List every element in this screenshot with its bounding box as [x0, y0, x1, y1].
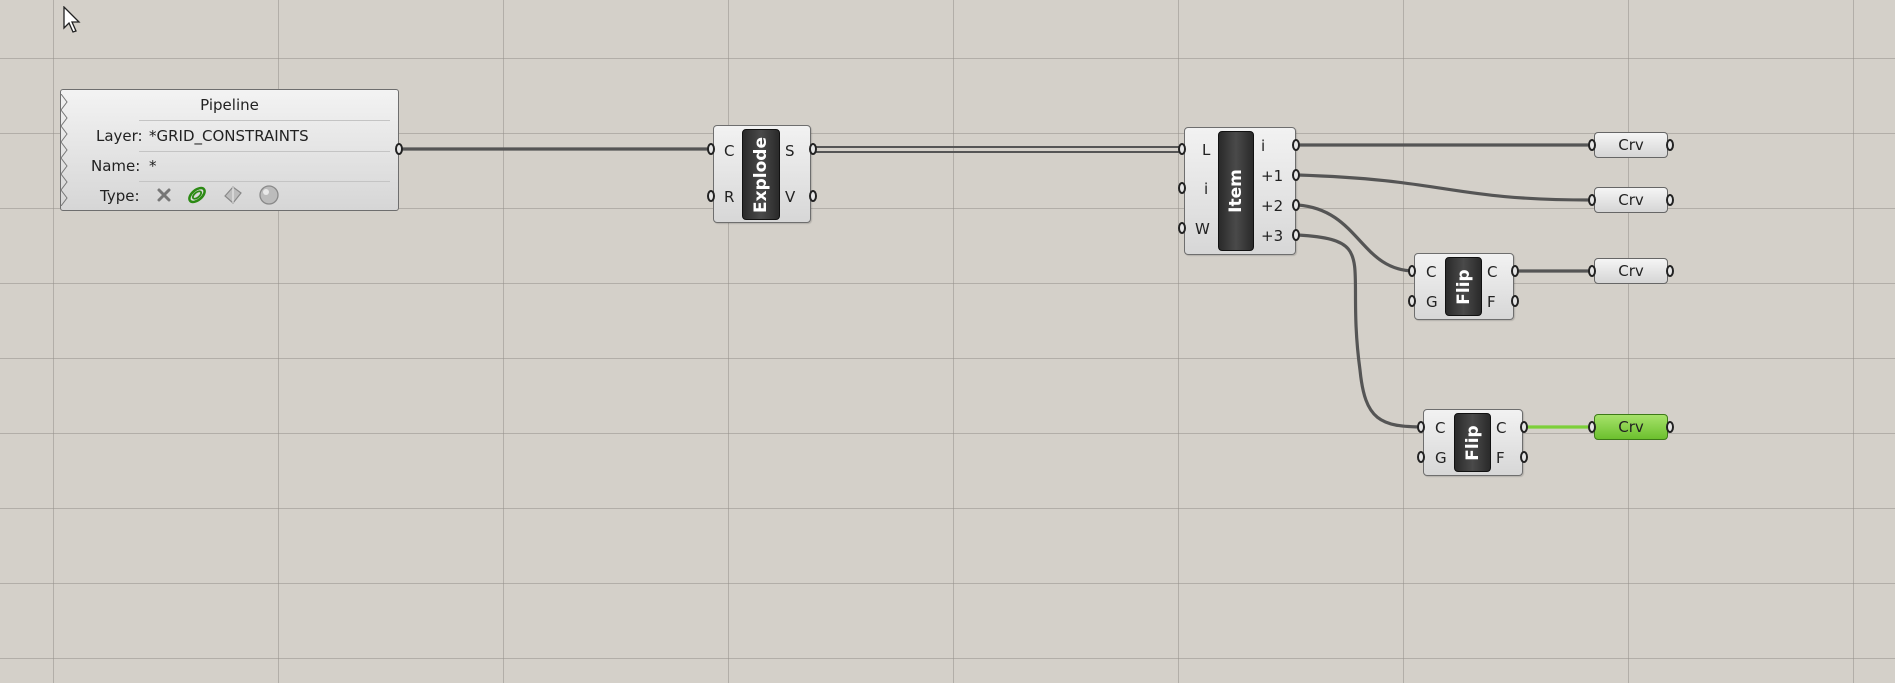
- pipeline-output-pin[interactable]: [395, 143, 403, 155]
- flip2-output-f: F: [1496, 449, 1505, 467]
- item-pin-out-plus3[interactable]: [1292, 229, 1300, 241]
- crv3-pin-out[interactable]: [1666, 265, 1674, 277]
- flip1-input-c: C: [1426, 263, 1437, 281]
- flip1-pin-c-out[interactable]: [1511, 265, 1519, 277]
- item-output-plus3: +3: [1261, 227, 1284, 245]
- wire-item-crv-b: [1297, 173, 1592, 202]
- explode-input-r: R: [724, 188, 735, 206]
- surface-icon[interactable]: [222, 184, 244, 206]
- flip2-pin-c-out[interactable]: [1520, 421, 1528, 433]
- curve-icon[interactable]: [186, 184, 208, 206]
- crv4-pin-out[interactable]: [1666, 421, 1674, 433]
- flip1-output-c: C: [1487, 263, 1498, 281]
- flip2-name-bar: Flip: [1454, 413, 1491, 472]
- flip1-pin-f[interactable]: [1511, 295, 1519, 307]
- jagged-edge-icon: [60, 94, 68, 206]
- mesh-sphere-icon[interactable]: [258, 184, 280, 206]
- flip1-pin-c-in[interactable]: [1408, 265, 1416, 277]
- flip2-pin-f[interactable]: [1520, 451, 1528, 463]
- item-name-bar: Item: [1218, 131, 1254, 251]
- flip-component-1[interactable]: C G Flip C F: [1414, 253, 1514, 320]
- flip2-input-c: C: [1435, 419, 1446, 437]
- item-input-i: i: [1204, 180, 1209, 198]
- flip2-input-g: G: [1435, 449, 1447, 467]
- crv1-pin-out[interactable]: [1666, 139, 1674, 151]
- item-input-l: L: [1202, 141, 1211, 159]
- crv-param-2[interactable]: Crv: [1594, 187, 1668, 213]
- flip1-pin-g[interactable]: [1408, 295, 1416, 307]
- flip1-name: Flip: [1453, 268, 1474, 305]
- explode-output-v: V: [785, 188, 796, 206]
- flip1-name-bar: Flip: [1445, 257, 1482, 316]
- title-divider: [139, 120, 390, 121]
- item-output-plus2: +2: [1261, 197, 1284, 215]
- item-pin-out-i[interactable]: [1292, 139, 1300, 151]
- crv-param-1[interactable]: Crv: [1594, 132, 1668, 158]
- flip-component-2[interactable]: C G Flip C F: [1423, 409, 1523, 476]
- item-pin-l[interactable]: [1178, 143, 1186, 155]
- explode-pin-r[interactable]: [707, 190, 715, 202]
- item-output-i: i: [1261, 137, 1266, 155]
- wire-item-flip1: [1297, 203, 1416, 273]
- x-icon[interactable]: [153, 184, 175, 206]
- explode-name-bar: Explode: [742, 129, 780, 220]
- crv4-pin-in[interactable]: [1588, 421, 1596, 433]
- flip2-pin-g[interactable]: [1417, 451, 1425, 463]
- wire-item-flip2: [1297, 233, 1425, 429]
- item-component[interactable]: L i W Item i +1 +2 +3: [1184, 127, 1296, 255]
- mouse-cursor-icon: [63, 6, 81, 33]
- item-pin-out-plus1[interactable]: [1292, 169, 1300, 181]
- name-label: Name:: [91, 157, 141, 175]
- explode-input-c: C: [724, 142, 735, 160]
- explode-name: Explode: [751, 136, 771, 213]
- item-pin-i[interactable]: [1178, 182, 1186, 194]
- item-input-w: W: [1195, 220, 1210, 238]
- item-pin-w[interactable]: [1178, 222, 1186, 234]
- explode-pin-s[interactable]: [809, 143, 817, 155]
- item-name: Item: [1226, 169, 1246, 213]
- layer-value[interactable]: *GRID_CONSTRAINTS: [149, 127, 309, 145]
- explode-output-s: S: [785, 142, 795, 160]
- flip1-output-f: F: [1487, 293, 1496, 311]
- pipeline-component[interactable]: Pipeline Layer: *GRID_CONSTRAINTS Name: …: [60, 89, 399, 211]
- crv-param-3[interactable]: Crv: [1594, 258, 1668, 284]
- crv1-pin-in[interactable]: [1588, 139, 1596, 151]
- flip2-output-c: C: [1496, 419, 1507, 437]
- pipeline-title: Pipeline: [200, 96, 259, 114]
- explode-pin-v[interactable]: [809, 190, 817, 202]
- flip2-pin-c-in[interactable]: [1417, 421, 1425, 433]
- explode-pin-c[interactable]: [707, 143, 715, 155]
- item-output-plus1: +1: [1261, 167, 1284, 185]
- flip1-input-g: G: [1426, 293, 1438, 311]
- flip2-name: Flip: [1462, 424, 1483, 461]
- layer-label: Layer:: [96, 127, 143, 145]
- crv2-pin-in[interactable]: [1588, 194, 1596, 206]
- row-divider: [139, 181, 390, 182]
- name-value[interactable]: *: [149, 157, 157, 175]
- crv3-pin-in[interactable]: [1588, 265, 1596, 277]
- explode-component[interactable]: C R Explode S V: [713, 125, 811, 223]
- crv2-pin-out[interactable]: [1666, 194, 1674, 206]
- row-divider: [139, 151, 390, 152]
- item-pin-out-plus2[interactable]: [1292, 199, 1300, 211]
- crv-param-4-selected[interactable]: Crv: [1594, 414, 1668, 440]
- type-label: Type:: [100, 187, 140, 205]
